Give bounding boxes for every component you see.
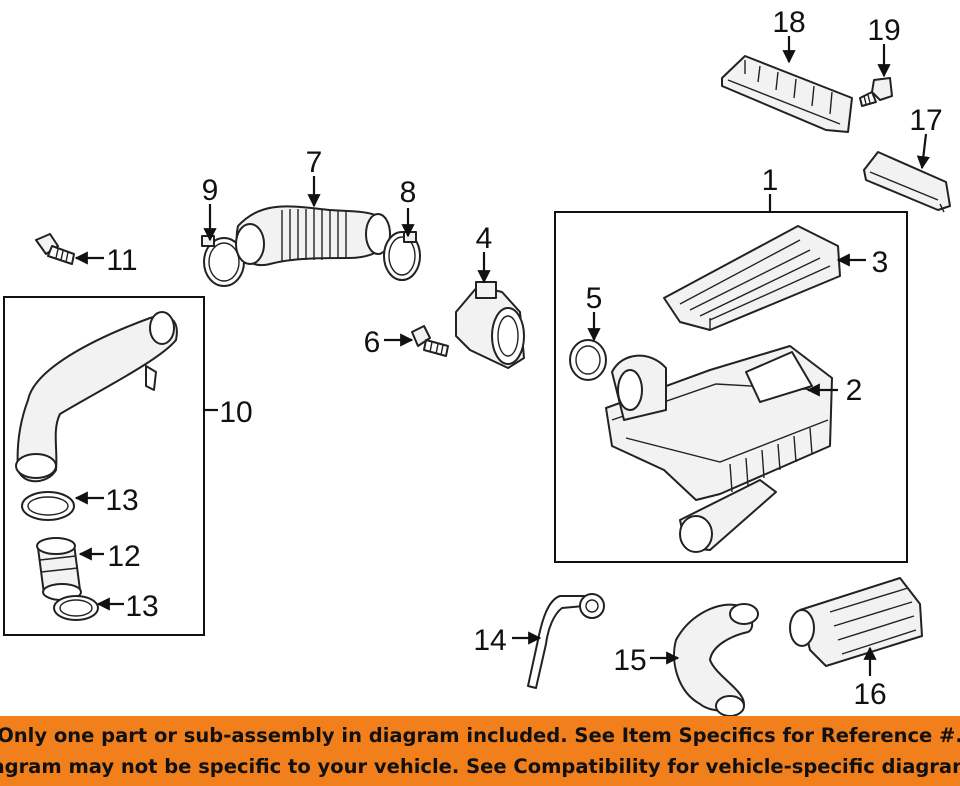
part-15-hose[interactable] bbox=[673, 603, 759, 716]
callout-10: 10 bbox=[219, 396, 252, 429]
callout-17: 17 bbox=[909, 104, 942, 137]
callout-19: 19 bbox=[867, 14, 900, 47]
callout-11: 11 bbox=[106, 244, 137, 277]
assembly-box-10 bbox=[3, 296, 205, 636]
assembly-box-1 bbox=[554, 211, 908, 563]
part-18-cover[interactable] bbox=[721, 55, 853, 133]
callout-13-lower: 13 bbox=[125, 590, 158, 623]
part-11-bolt[interactable] bbox=[35, 233, 75, 265]
part-4-maf-sensor[interactable] bbox=[455, 281, 525, 369]
part-2-housing[interactable] bbox=[605, 345, 833, 553]
part-16-duct[interactable] bbox=[789, 577, 923, 667]
callout-13-upper: 13 bbox=[105, 484, 138, 517]
part-13-clamp-lower[interactable] bbox=[53, 595, 99, 621]
callout-18: 18 bbox=[772, 6, 805, 39]
callout-4: 4 bbox=[476, 222, 493, 255]
callout-16: 16 bbox=[853, 678, 886, 711]
callout-9: 9 bbox=[202, 174, 219, 207]
part-9-clamp[interactable] bbox=[201, 235, 245, 287]
callout-1: 1 bbox=[762, 164, 779, 197]
part-8-clamp[interactable] bbox=[383, 231, 421, 281]
disclaimer-line-2: Diagram may not be specific to your vehi… bbox=[0, 755, 960, 778]
callout-7: 7 bbox=[306, 146, 323, 179]
callout-3: 3 bbox=[872, 246, 889, 279]
callout-12: 12 bbox=[107, 540, 140, 573]
disclaimer-line-1: Only one part or sub-assembly in diagram… bbox=[0, 724, 960, 747]
part-3-filter[interactable] bbox=[663, 225, 841, 331]
part-5-seal[interactable] bbox=[569, 339, 607, 381]
part-14-hose[interactable] bbox=[527, 593, 605, 689]
callout-2: 2 bbox=[846, 374, 863, 407]
callout-6: 6 bbox=[364, 326, 381, 359]
part-13-clamp-upper[interactable] bbox=[21, 491, 75, 521]
callout-5: 5 bbox=[586, 282, 603, 315]
callout-15: 15 bbox=[613, 644, 646, 677]
part-7-hose[interactable] bbox=[235, 205, 391, 267]
callout-8: 8 bbox=[400, 176, 417, 209]
part-6-screw[interactable] bbox=[411, 325, 449, 357]
part-12-coupler[interactable] bbox=[36, 537, 82, 601]
disclaimer-banner: Only one part or sub-assembly in diagram… bbox=[0, 716, 960, 786]
part-17-pad[interactable] bbox=[863, 151, 951, 213]
parts-diagram: 1 2 3 4 5 6 7 8 9 10 11 12 13 13 14 15 1… bbox=[3, 6, 951, 716]
part-19-bolt[interactable] bbox=[859, 77, 893, 107]
part-10-intake-tube[interactable] bbox=[15, 311, 178, 483]
callout-14: 14 bbox=[473, 624, 506, 657]
